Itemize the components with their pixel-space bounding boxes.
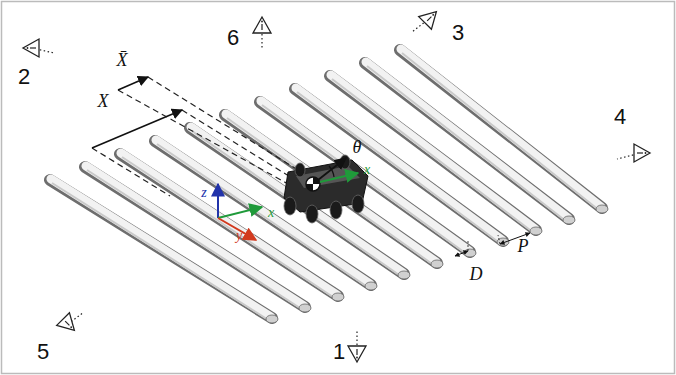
camera-symbol [617, 144, 650, 162]
camera-number: 3 [452, 22, 464, 44]
axis-label: x [364, 163, 370, 177]
camera-views [23, 5, 650, 362]
x-dimension-arrow [92, 110, 182, 148]
angle-label: θ [353, 138, 362, 156]
rod-array [50, 49, 608, 323]
dimension-label: X [98, 92, 109, 110]
camera-symbol [23, 39, 54, 57]
dimension-leaders [468, 235, 500, 251]
terrain-rod [50, 179, 278, 323]
camera-symbol [348, 331, 366, 362]
camera-number: 4 [614, 106, 626, 128]
camera-number: 6 [227, 27, 239, 49]
dimension-label: P [518, 237, 529, 255]
axis-label: z [201, 186, 206, 200]
dimension-label: X̄ [117, 51, 128, 69]
terrain-rod [330, 75, 542, 235]
d-dimension [455, 251, 468, 256]
xbar-dimension-arrow [118, 77, 148, 90]
hexapod-robot [284, 155, 368, 223]
camera-number: 1 [333, 341, 345, 363]
camera-number: 5 [37, 341, 49, 363]
axis-label: y [236, 229, 242, 243]
camera-number: 2 [18, 66, 30, 88]
axis-label: x [268, 206, 274, 220]
camera-symbol [57, 312, 84, 337]
dimension-lines [92, 77, 298, 196]
camera-symbol [253, 17, 271, 48]
terrain-rod [85, 166, 311, 312]
camera-symbol [412, 5, 443, 32]
dimension-label: D [470, 265, 483, 283]
